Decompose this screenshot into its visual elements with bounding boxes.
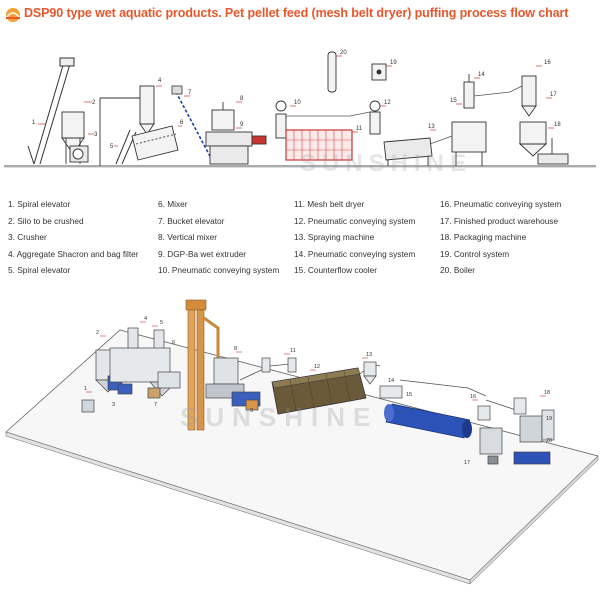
control-system-19 <box>371 63 387 81</box>
layout-num-20: 20 <box>546 438 552 444</box>
legend-item: 9. DGP-Ba wet extruder <box>158 248 247 259</box>
plant-3d-layout: 1 2 3 4 5 6 7 8 9 11 12 13 14 15 16 17 1… <box>5 299 599 585</box>
schematic-num-15: 15 <box>450 98 457 104</box>
legend-column-1: 1. Spiral elevator 2. Silo to be crushed… <box>8 196 139 279</box>
mixer-6 <box>131 125 179 161</box>
layout-num-1: 1 <box>84 386 87 392</box>
legend-item: 2. Silo to be crushed <box>8 215 84 226</box>
bucket-elevator-7 <box>171 85 213 161</box>
legend-item: 10. Pneumatic conveying system <box>158 265 280 275</box>
counterflow-cooler-15 <box>451 121 487 166</box>
sunshine-logo-icon <box>6 8 20 22</box>
schematic-num-16: 16 <box>544 60 551 66</box>
legend-item: 19. Control system <box>440 248 510 259</box>
layout-num-2: 2 <box>96 330 99 336</box>
packaging-machine-18 <box>537 138 569 165</box>
schematic-num-8: 8 <box>240 96 244 102</box>
layout-num-11: 11 <box>290 348 296 354</box>
layout-num-13: 13 <box>366 352 372 358</box>
layout-num-19: 19 <box>546 416 552 422</box>
legend-item: 20. Boiler <box>440 265 476 275</box>
layout-num-5: 5 <box>160 320 163 326</box>
legend-item: 12. Pneumatic conveying system <box>294 215 416 226</box>
layout-num-6: 6 <box>172 340 175 346</box>
legend-column-4: 16. Pneumatic conveying system 17. Finis… <box>440 196 561 279</box>
schematic-num-6: 6 <box>180 120 184 126</box>
mesh-belt-dryer-11 <box>285 129 353 161</box>
vertical-mixer-8 <box>211 102 235 131</box>
layout-num-15: 15 <box>406 392 412 398</box>
legend-item: 5. Spiral elevator <box>8 265 71 275</box>
legend-item: 17. Finished product warehouse <box>440 215 559 226</box>
schematic-num-4: 4 <box>158 78 162 84</box>
intake-equipment <box>81 327 181 413</box>
layout-numbers: 1 2 3 4 5 6 7 8 9 11 12 13 14 15 16 17 1… <box>84 316 552 466</box>
equipment-legend: 1. Spiral elevator 2. Silo to be crushed… <box>0 196 600 286</box>
layout-num-3: 3 <box>112 402 115 408</box>
silo-2 <box>61 111 85 164</box>
pneumatic-conveying-14 <box>463 74 475 109</box>
watermark: SUNSHINE <box>300 150 473 177</box>
layout-num-4: 4 <box>144 316 147 322</box>
spraying-machine <box>363 361 403 399</box>
layout-num-17: 17 <box>464 460 470 466</box>
legend-item: 18. Packaging machine <box>440 232 527 242</box>
legend-item: 14. Pneumatic conveying system <box>294 248 416 259</box>
schematic-num-12: 12 <box>384 100 391 106</box>
extruder-9 <box>205 131 267 165</box>
legend-item: 15. Counterflow cooler <box>294 265 378 275</box>
legend-item: 3. Crusher <box>8 232 47 242</box>
mixer-extruder <box>205 357 261 411</box>
cooler-drum-15 <box>384 403 472 439</box>
legend-item: 6. Mixer <box>158 199 188 209</box>
boiler-20 <box>327 51 337 93</box>
legend-item: 8. Vertical mixer <box>158 232 218 242</box>
layout-num-9: 9 <box>250 408 253 414</box>
schematic-num-1: 1 <box>32 120 36 126</box>
schematic-num-13: 13 <box>428 124 435 130</box>
spiral-elevator-5 <box>115 129 137 165</box>
layout-num-14: 14 <box>388 378 394 384</box>
layout-num-16: 16 <box>470 394 476 400</box>
bag-filter-4 <box>99 85 155 166</box>
schematic-num-17: 17 <box>550 92 557 98</box>
schematic-num-18: 18 <box>554 122 561 128</box>
mesh-belt-dryer-12 <box>271 367 367 415</box>
process-schematic: 1 2 3 4 5 6 7 8 9 10 11 12 13 14 15 16 1… <box>4 50 596 168</box>
schematic-num-19: 19 <box>390 60 397 66</box>
watermark: SUNSHINE <box>180 402 379 432</box>
legend-item: 16. Pneumatic conveying system <box>440 199 562 209</box>
crusher-3 <box>69 145 89 163</box>
spiral-elevator-1 <box>27 57 75 165</box>
layout-num-12: 12 <box>314 364 320 370</box>
finished-product-warehouse-17 <box>518 121 548 157</box>
schematic-num-9: 9 <box>240 122 244 128</box>
finishing-equipment <box>477 397 555 465</box>
legend-item: 7. Bucket elevator <box>158 215 225 226</box>
legend-item: 1. Spiral elevator <box>8 199 71 209</box>
pneumatic-conveying-16 <box>521 75 537 117</box>
schematic-num-3: 3 <box>94 132 98 138</box>
layout-num-18: 18 <box>544 390 550 396</box>
page-title: DSP90 type wet aquatic products. Pet pel… <box>24 6 569 20</box>
legend-column-2: 6. Mixer 7. Bucket elevator 8. Vertical … <box>158 196 279 279</box>
schematic-num-11: 11 <box>356 126 363 132</box>
schematic-num-7: 7 <box>188 90 192 96</box>
layout-num-8: 8 <box>234 346 237 352</box>
layout-num-7: 7 <box>154 402 157 408</box>
schematic-numbers: 1 2 3 4 5 6 7 8 9 10 11 12 13 14 15 16 1… <box>32 50 561 150</box>
schematic-num-14: 14 <box>478 72 485 78</box>
schematic-num-5: 5 <box>110 144 114 150</box>
legend-item: 4. Aggregate Shacron and bag filter <box>8 248 139 259</box>
schematic-num-10: 10 <box>294 100 301 106</box>
pneumatic-10-11 <box>261 357 297 373</box>
pneumatic-conveying-12 <box>369 100 381 135</box>
spraying-machine-13 <box>383 137 433 166</box>
schematic-num-2: 2 <box>92 100 96 106</box>
schematic-num-20: 20 <box>340 50 347 56</box>
legend-column-3: 11. Mesh belt dryer 12. Pneumatic convey… <box>294 196 415 279</box>
legend-item: 13. Spraying machine <box>294 232 375 242</box>
pneumatic-conveying-10 <box>275 100 287 139</box>
legend-item: 11. Mesh belt dryer <box>294 199 365 209</box>
